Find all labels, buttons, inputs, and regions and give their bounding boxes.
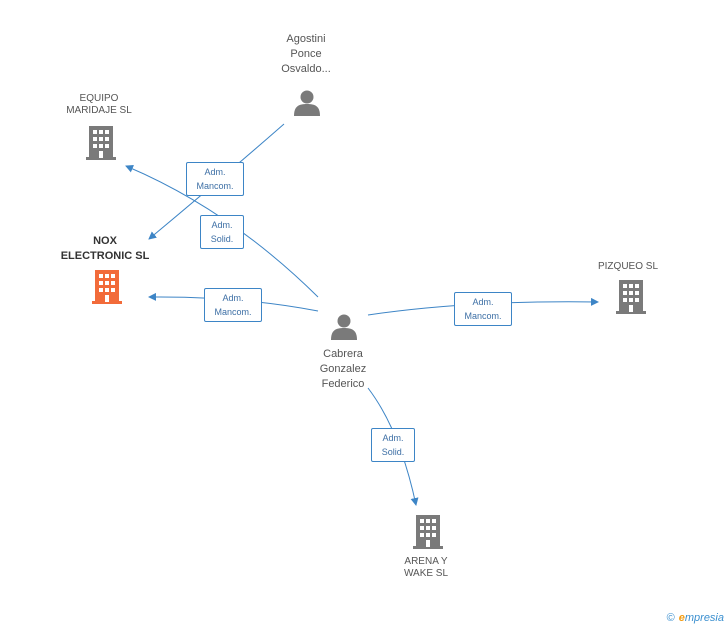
node-label-line: ELECTRONIC SL [60,250,150,262]
empresia-logo: ©empresia [667,612,724,624]
edge-label-line: Adm. [382,433,404,443]
building-icon[interactable] [92,270,122,304]
edge-label-line: Adm. [204,167,226,177]
node-label-line: NOX [93,235,117,247]
node-label-line: Cabrera [323,348,363,360]
edge-label-line: Adm. [211,220,233,230]
building-icon[interactable] [86,126,116,160]
node-label-equipo: EQUIPO MARIDAJE SL [54,93,144,117]
brand-name: mpresia [684,612,724,624]
edge-label-cabrera-nox: Adm. Mancom. [204,288,262,322]
node-label-arena: ARENA Y WAKE SL [386,556,466,580]
node-label-line: MARIDAJE SL [66,105,132,116]
node-label-line: WAKE SL [403,568,449,579]
node-label-line: Gonzalez [319,363,367,375]
node-label-line: Osvaldo... [281,63,331,75]
node-label-line: PIZQUEO SL [597,261,658,272]
edge-label-line: Adm. [222,293,244,303]
brand-initial: e [678,612,685,624]
node-label-line: Ponce [290,48,322,60]
edge-label-line: Mancom. [214,307,252,317]
edge-label-cabrera-pizqueo: Adm. Mancom. [454,292,512,326]
node-label-pizqueo: PIZQUEO SL [588,261,668,273]
node-label-nox: NOX ELECTRONIC SL [50,234,160,264]
edge-label-line: Adm. [472,297,494,307]
edge-label-cabrera-equipo: Adm. Solid. [200,215,244,249]
node-label-agostini: Agostini Ponce Osvaldo... [264,32,348,77]
node-label-line: ARENA Y [404,556,448,567]
person-icon[interactable] [293,89,321,117]
edge-label-line: Solid. [381,447,405,457]
copyright-symbol: © [666,612,675,624]
edge-label-line: Mancom. [464,311,502,321]
node-label-line: EQUIPO [79,93,119,104]
node-label-cabrera: Cabrera Gonzalez Federico [300,347,386,392]
edge-label-line: Mancom. [196,181,234,191]
building-icon[interactable] [413,515,443,549]
edge-label-line: Solid. [210,234,234,244]
person-icon[interactable] [330,313,358,341]
node-label-line: Agostini [286,33,326,45]
edge-label-cabrera-arena: Adm. Solid. [371,428,415,462]
building-icon[interactable] [616,280,646,314]
node-label-line: Federico [321,378,365,390]
edge-label-agostini-nox: Adm. Mancom. [186,162,244,196]
